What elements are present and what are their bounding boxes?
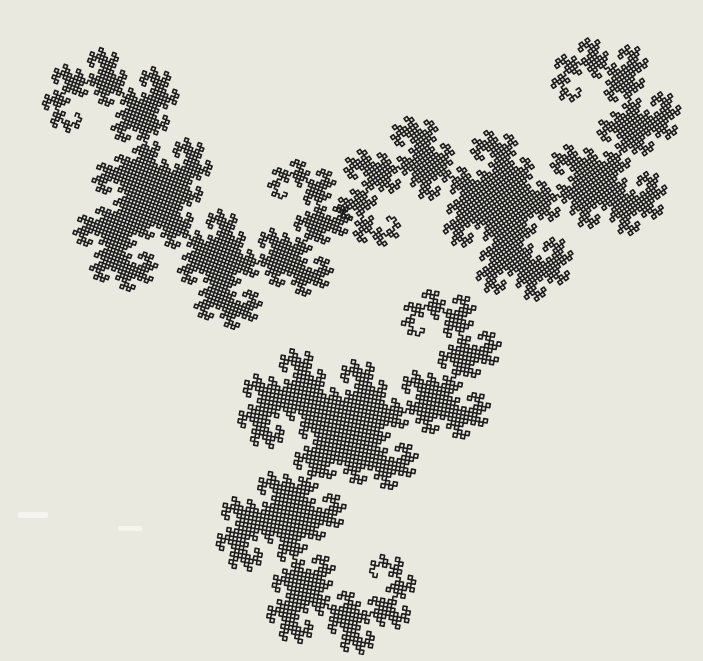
scan-artifact [118, 526, 142, 531]
dragon-curve-copy-2 [337, 38, 681, 301]
dragon-curves-group [42, 38, 680, 654]
dragon-curve-copy-1 [42, 48, 352, 330]
scan-artifact [18, 512, 48, 518]
dragon-curve-copy-3 [216, 290, 501, 654]
